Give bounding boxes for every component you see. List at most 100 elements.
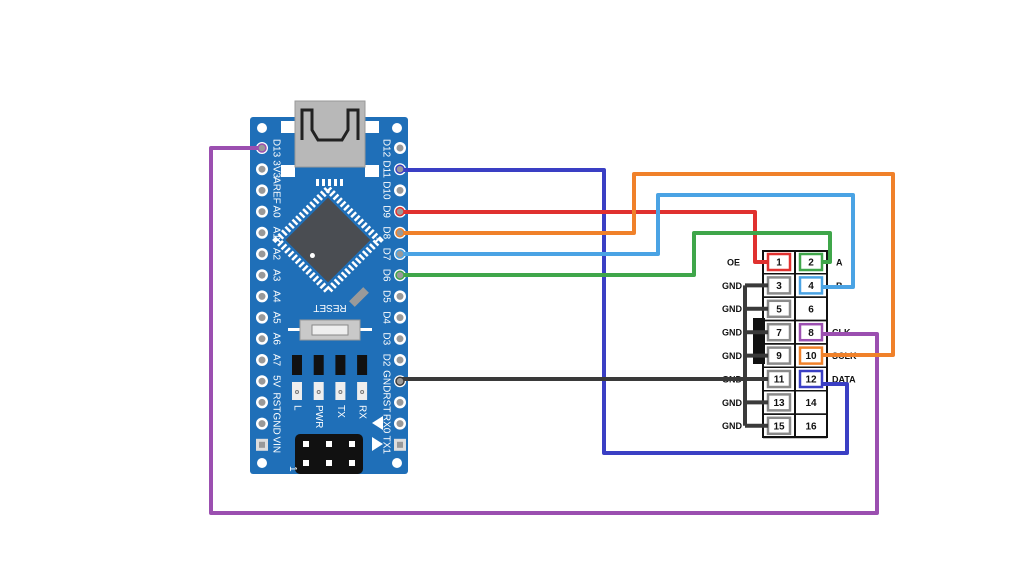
pin-vin[interactable]: VIN xyxy=(256,436,281,453)
pin-number: 7 xyxy=(776,328,782,339)
crystal xyxy=(349,287,369,307)
pin-a4[interactable]: A4 xyxy=(256,290,281,303)
connector-pin-7[interactable]: 7 xyxy=(766,322,792,342)
pin-a6[interactable]: A6 xyxy=(256,333,281,346)
mount-hole xyxy=(392,458,402,468)
pin-label: D12 xyxy=(380,139,391,158)
connector-right-label: DATA xyxy=(832,374,856,384)
pin-number: 4 xyxy=(808,281,814,292)
arduino-nano-board: RESET L PWR TX RX 1 D13 3V3AREFA0A1A2A3A4A5A… xyxy=(250,100,408,474)
wire-endpoint xyxy=(395,228,405,238)
pin-a5[interactable]: A5 xyxy=(256,311,281,324)
pin-d4[interactable]: D4 xyxy=(380,311,406,324)
wire-endpoint xyxy=(395,206,405,217)
pin-label: AREF xyxy=(270,177,281,204)
pin-label: A3 xyxy=(270,269,281,282)
pin-a7[interactable]: A7 xyxy=(256,354,281,367)
led-pwr: PWR xyxy=(313,355,324,428)
pin-label: A4 xyxy=(270,290,281,303)
pin-label: D10 xyxy=(380,181,391,200)
pin-label: D13 xyxy=(270,139,281,158)
pin-label: D7 xyxy=(380,248,391,261)
microcontroller-chip xyxy=(272,184,384,296)
connector-left-label: GND xyxy=(722,421,743,431)
pin-gnd[interactable]: GND xyxy=(256,412,281,435)
pin-5v[interactable]: 5V xyxy=(256,375,281,388)
connector-pin-12[interactable]: 12 xyxy=(798,369,824,389)
wire-endpoint xyxy=(257,143,267,153)
rx-arrow-icon xyxy=(372,416,383,430)
pin-3v3[interactable]: 3V3 xyxy=(256,160,281,179)
wire-endpoint xyxy=(395,164,405,174)
connector-pin-16[interactable]: 16 xyxy=(805,421,817,432)
pin-d2[interactable]: D2 xyxy=(380,354,406,367)
connector-pin-2[interactable]: 2 xyxy=(798,252,824,272)
pin-number: 11 xyxy=(774,375,785,386)
connector-pin-5[interactable]: 5 xyxy=(766,299,792,319)
pin-rst[interactable]: RST xyxy=(380,392,406,412)
pin-d3[interactable]: D3 xyxy=(380,332,406,346)
led-tx: TX xyxy=(335,355,346,418)
wire-endpoint xyxy=(395,249,405,259)
pin-d5[interactable]: D5 xyxy=(380,290,406,303)
led-l: L xyxy=(291,355,302,411)
pin-label: TX1 xyxy=(380,436,391,455)
reset-label: RESET xyxy=(313,302,346,313)
connector-pin-14[interactable]: 14 xyxy=(805,398,817,409)
pin-d10[interactable]: D10 xyxy=(380,181,406,200)
wire-endpoint xyxy=(395,376,405,386)
pin-tx1[interactable]: TX1 xyxy=(380,436,406,455)
gnd-bus xyxy=(743,283,768,428)
connector-pin-4[interactable]: 4 xyxy=(798,276,824,295)
pin-number: 9 xyxy=(776,351,782,362)
reset-button[interactable] xyxy=(288,319,372,341)
connector-pin-11[interactable]: 11 xyxy=(766,369,792,389)
connector-left-label: GND xyxy=(722,398,743,408)
connector-right-label: A xyxy=(836,257,843,267)
wire-d8 xyxy=(400,172,895,357)
pin-a1[interactable]: A1 xyxy=(256,227,281,240)
pin-label: 3V3 xyxy=(270,160,281,178)
pin-aref[interactable]: AREF xyxy=(256,177,281,204)
connector-pin-8[interactable]: 8 xyxy=(798,322,824,342)
wire-d9 xyxy=(400,210,768,264)
led-label: RX xyxy=(356,405,367,419)
connector-left-label: GND xyxy=(722,328,743,338)
pin-number: 10 xyxy=(805,351,817,362)
pin-rst[interactable]: RST xyxy=(256,392,281,412)
wire-d13 xyxy=(209,146,879,515)
connector-pin-13[interactable]: 13 xyxy=(766,393,792,412)
mount-hole xyxy=(257,123,267,133)
icsp-header: 1 xyxy=(287,434,363,474)
pin-label: A1 xyxy=(270,227,281,240)
pin-number: 15 xyxy=(773,421,785,432)
pin-number: 16 xyxy=(805,421,817,432)
connector-left-label: OE xyxy=(727,257,740,267)
pin-label: D6 xyxy=(380,269,391,282)
wire-d6 xyxy=(400,231,832,277)
connector-key xyxy=(753,318,765,364)
led-label: PWR xyxy=(313,405,324,428)
pin-label: 5V xyxy=(270,375,281,388)
wire-d11 xyxy=(400,168,849,455)
pin-label: A0 xyxy=(270,205,281,218)
connector-pin-1[interactable]: 1 xyxy=(766,252,792,272)
mount-hole xyxy=(392,123,402,133)
connector-left-label: GND xyxy=(722,351,743,361)
pin-d12[interactable]: D12 xyxy=(380,139,406,158)
pin-number: 14 xyxy=(805,398,817,409)
pin-number: 1 xyxy=(776,258,782,269)
connector-pin-10[interactable]: 10 xyxy=(798,346,824,365)
pin-a0[interactable]: A0 xyxy=(256,205,281,218)
connector-pin-3[interactable]: 3 xyxy=(766,276,792,295)
mount-hole xyxy=(257,458,267,468)
connector-pin-6[interactable]: 6 xyxy=(808,304,814,315)
connector-pin-15[interactable]: 15 xyxy=(766,416,792,436)
pin-a2[interactable]: A2 xyxy=(256,248,281,261)
pin-rx0[interactable]: RX0 xyxy=(380,414,406,434)
pin-a3[interactable]: A3 xyxy=(256,269,281,282)
connector-pin-9[interactable]: 9 xyxy=(766,346,792,365)
led-label: TX xyxy=(335,405,346,418)
